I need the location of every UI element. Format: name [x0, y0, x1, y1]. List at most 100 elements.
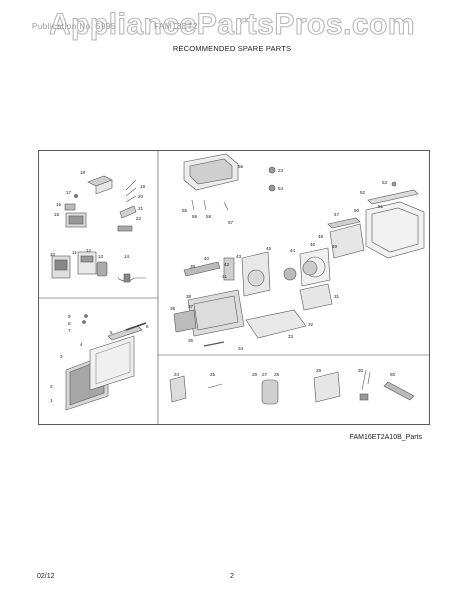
callout: 51 — [378, 204, 384, 209]
callout: 13 — [98, 254, 104, 259]
capacitor-part — [96, 261, 108, 277]
callout: 10 — [50, 252, 56, 257]
capillary-tube — [361, 369, 371, 391]
callout: 20 — [138, 194, 144, 199]
callout: 15 — [54, 212, 60, 217]
drain-plug — [268, 166, 276, 174]
callout: 37 — [188, 304, 194, 309]
diagram-caption: FAM16ET2A10B_Parts — [349, 434, 422, 441]
bracket-part — [119, 205, 137, 219]
callout: 49 — [332, 244, 338, 249]
callout: 2 — [50, 384, 53, 389]
callout: 36 — [170, 306, 176, 311]
callout: 25 — [210, 372, 216, 377]
diagram-frame — [38, 150, 430, 425]
fan-motor — [283, 267, 297, 281]
screw-icon — [74, 194, 78, 198]
callout: 6 — [146, 324, 149, 329]
switch-part — [223, 257, 235, 281]
knob-part — [64, 203, 76, 211]
callout: 27 — [262, 372, 268, 377]
knob-shaft — [125, 322, 147, 331]
callout: 14 — [124, 254, 130, 259]
callout: 29 — [316, 368, 322, 373]
callout: 18 — [80, 170, 86, 175]
callout: 55 — [182, 208, 188, 213]
callout: 28 — [274, 372, 280, 377]
callout: 4 — [80, 342, 83, 347]
callout: 31 — [334, 294, 340, 299]
watermark-logo: AppliancePartsPros.com — [48, 7, 415, 41]
callout: 53 — [382, 180, 388, 185]
header-publication-text: Publication No. 5995 FAM18ET2 — [32, 22, 198, 31]
insulation-part — [169, 375, 187, 403]
callout: 52 — [360, 190, 366, 195]
publication-label: Publication No. 5995 — [32, 22, 116, 31]
callout: 56 — [238, 164, 244, 169]
callout: 5 — [110, 330, 113, 335]
condenser-part — [313, 371, 341, 403]
tube-part — [203, 341, 225, 347]
callout: 39 — [190, 264, 196, 269]
relay-board — [77, 251, 97, 275]
page-title: RECOMMENDED SPARE PARTS — [172, 44, 292, 53]
callout: 7 — [68, 328, 71, 333]
callout: 44 — [290, 248, 296, 253]
callout: 12 — [86, 248, 92, 253]
evaporator-shroud — [327, 217, 361, 229]
callout: 40 — [204, 256, 210, 261]
blower-wheel — [173, 309, 197, 333]
callout: 8 — [68, 321, 71, 326]
callout: 46 — [310, 242, 316, 247]
cabinet-wrapper — [365, 201, 425, 259]
callout: 50 — [354, 208, 360, 213]
grommet-part — [268, 184, 276, 192]
air-filter — [89, 335, 135, 391]
motor-mount — [299, 283, 333, 311]
callout: 21 — [138, 206, 144, 211]
drain-channel — [183, 261, 221, 277]
clamp-part — [207, 383, 223, 389]
callout: 30 — [358, 368, 364, 373]
condenser-coil — [329, 223, 365, 259]
callout: 9 — [68, 314, 71, 319]
callout: 41 — [222, 274, 228, 279]
callout: 17 — [66, 190, 72, 195]
screw-icon — [391, 181, 397, 187]
model-label: FAM18ET2 — [153, 22, 198, 31]
callout: 54 — [278, 186, 284, 191]
callout: 19 — [140, 184, 146, 189]
power-cord — [117, 277, 146, 282]
callout: 58 — [206, 214, 212, 219]
evaporator-coil — [187, 289, 245, 337]
callout: 35 — [188, 338, 194, 343]
footer-date: 02/12 — [37, 573, 55, 580]
footer-page-number: 2 — [230, 573, 234, 580]
louver-part — [107, 325, 143, 341]
callout: 24 — [174, 372, 180, 377]
wire-harness — [125, 179, 137, 203]
bracket-screws — [191, 199, 229, 211]
top-rail — [367, 189, 419, 205]
compressor — [261, 379, 279, 405]
callout: 38 — [186, 294, 192, 299]
callout: 59 — [192, 214, 198, 219]
screw-icon — [84, 314, 88, 318]
callout: 1 — [50, 398, 53, 403]
callout: 23 — [278, 168, 284, 173]
callout: 3 — [60, 354, 63, 359]
base-pan — [245, 309, 307, 339]
exploded-parts-diagram: 1 2 3 4 5 6 7 8 9 10 11 12 13 14 15 16 1… — [38, 150, 430, 425]
terminal-part — [117, 225, 133, 232]
callout: 48 — [318, 234, 324, 239]
callout: 57 — [228, 220, 234, 225]
callout: 32 — [308, 322, 314, 327]
callout: 60 — [390, 372, 396, 377]
callout: 16 — [56, 202, 62, 207]
condenser-fan-blade — [302, 260, 318, 276]
heater-element — [383, 381, 415, 401]
callout: 42 — [224, 262, 230, 267]
callout: 22 — [136, 216, 142, 221]
callout: 33 — [288, 334, 294, 339]
callout: 11 — [72, 250, 77, 255]
